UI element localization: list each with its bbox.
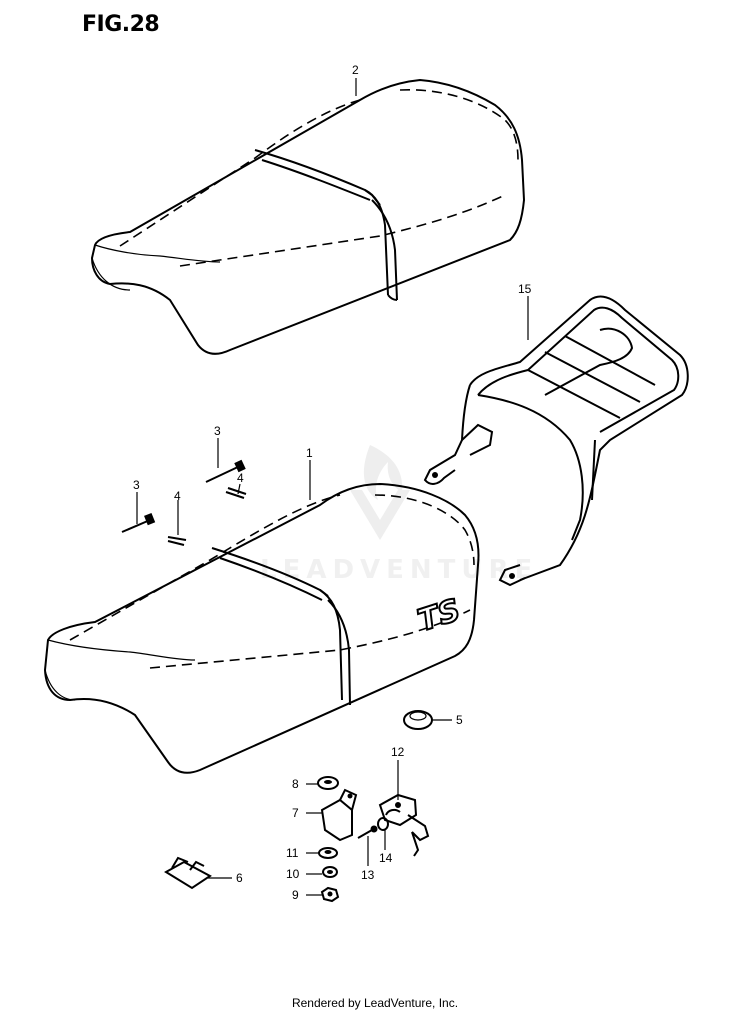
leader-lines bbox=[136, 78, 529, 896]
rear-carrier bbox=[423, 295, 689, 587]
washer-10 bbox=[322, 866, 338, 878]
cushion-5 bbox=[403, 710, 433, 730]
bracket-7 bbox=[320, 788, 358, 842]
nut-9 bbox=[320, 886, 340, 903]
callout-14: 14 bbox=[379, 851, 393, 865]
callout-10: 10 bbox=[286, 867, 300, 881]
callout-3b: 3 bbox=[133, 478, 140, 492]
washer-11 bbox=[318, 847, 338, 859]
washer-8 bbox=[317, 776, 339, 790]
callout-3a: 3 bbox=[214, 424, 221, 438]
callout-2: 2 bbox=[352, 63, 359, 77]
callout-15: 15 bbox=[518, 282, 532, 296]
callout-4a: 4 bbox=[237, 471, 244, 485]
callout-1: 1 bbox=[306, 446, 313, 460]
callout-7: 7 bbox=[292, 806, 299, 820]
ts-emblem: TS bbox=[414, 593, 465, 639]
watermark-text: LEADVENTURE bbox=[260, 555, 538, 585]
callout-5: 5 bbox=[456, 713, 463, 727]
stopper-6 bbox=[164, 856, 212, 890]
figure-title: FIG.28 bbox=[82, 12, 160, 37]
callout-6: 6 bbox=[236, 871, 243, 885]
callout-8: 8 bbox=[292, 777, 299, 791]
washer-14 bbox=[377, 817, 389, 831]
bolt-3b bbox=[121, 512, 156, 533]
seat-upper bbox=[90, 78, 526, 355]
pin-4b bbox=[167, 536, 187, 546]
callout-9: 9 bbox=[292, 888, 299, 902]
bolt-3a bbox=[205, 459, 246, 483]
callout-4b: 4 bbox=[174, 489, 181, 503]
pin-4a bbox=[225, 487, 247, 499]
callout-13: 13 bbox=[361, 868, 375, 882]
render-credit: Rendered by LeadVenture, Inc. bbox=[291, 996, 459, 1010]
screw-13 bbox=[357, 825, 378, 839]
leadventure-watermark: LEADVENTURE bbox=[260, 445, 538, 585]
callout-11: 11 bbox=[286, 846, 299, 860]
callout-12: 12 bbox=[391, 745, 405, 759]
